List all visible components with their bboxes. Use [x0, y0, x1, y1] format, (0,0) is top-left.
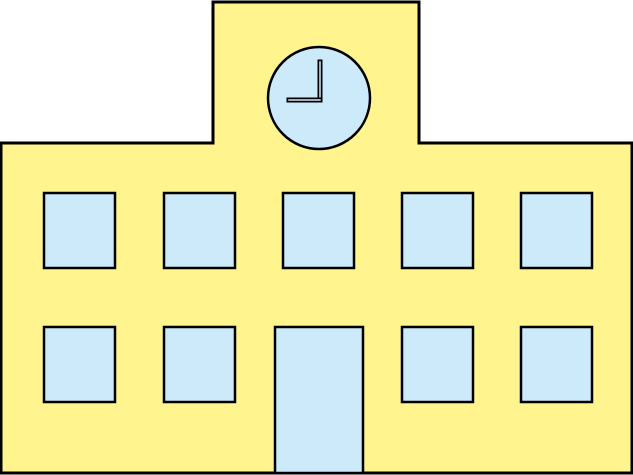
window: [281, 191, 356, 270]
window-row-bottom: [42, 325, 594, 404]
front-door: [273, 325, 365, 475]
window: [42, 191, 117, 270]
window: [400, 191, 475, 270]
window: [400, 325, 475, 404]
window: [519, 191, 594, 270]
window-row-top: [42, 191, 594, 270]
window: [519, 325, 594, 404]
window: [162, 325, 237, 404]
window: [42, 325, 117, 404]
window: [162, 191, 237, 270]
clock-icon: [266, 45, 372, 151]
